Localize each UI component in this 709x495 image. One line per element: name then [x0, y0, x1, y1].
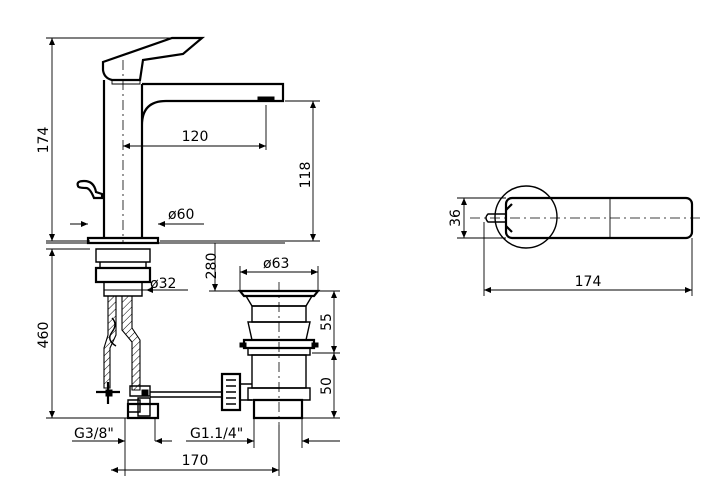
dim-120: 120 — [122, 60, 267, 243]
dim-g38: G3/8" — [72, 426, 172, 444]
dim-174-top-label: 174 — [575, 274, 602, 290]
top-view-base-circle — [494, 185, 558, 249]
lower-assembly — [46, 242, 285, 476]
waste-tail — [252, 398, 304, 420]
dim-g114-label: G1.1/4" — [190, 426, 243, 442]
dim-32-label: ø32 — [150, 276, 176, 292]
thread-nut — [126, 402, 160, 420]
faucet-top-view: 36 174 — [448, 185, 700, 296]
dim-g114: G1.1/4" — [186, 418, 340, 448]
dim-118: 118 — [160, 100, 320, 242]
waste-side-nut — [220, 372, 242, 412]
dim-60: ø60 — [70, 207, 204, 227]
dim-174-vertical: 174 — [36, 37, 178, 242]
aerator — [257, 96, 275, 102]
fixing-nut — [94, 266, 152, 284]
dim-55: 55 — [319, 291, 337, 353]
dim-460-label: 460 — [36, 322, 52, 349]
dim-g38-label: G3/8" — [74, 426, 114, 442]
top-view-popup — [485, 213, 507, 223]
waste-flange — [237, 289, 321, 298]
supply-hose-left — [103, 295, 117, 389]
dim-170-label: 170 — [182, 453, 209, 469]
popup-link-bar — [150, 391, 222, 398]
dim-280-label: 280 — [204, 253, 220, 280]
lever-handle — [101, 36, 206, 82]
dim-32: ø32 — [104, 276, 188, 293]
dim-174-label: 174 — [36, 127, 52, 154]
popup-rod — [76, 179, 104, 200]
dim-118-label: 118 — [298, 162, 314, 189]
faucet-body — [102, 80, 285, 238]
dim-170: 170 — [111, 425, 280, 476]
dim-60-label: ø60 — [168, 207, 194, 223]
dim-63-label: ø63 — [263, 256, 289, 272]
dim-55-label: 55 — [319, 313, 335, 331]
dim-50: 50 — [319, 353, 337, 418]
waste-assembly: 280 ø63 — [204, 243, 340, 425]
dim-50-label: 50 — [319, 377, 335, 395]
dim-120-label: 120 — [182, 129, 209, 145]
supply-hose-right — [121, 295, 141, 391]
dim-36-label: 36 — [448, 209, 464, 227]
dim-460: 460 — [36, 249, 128, 419]
